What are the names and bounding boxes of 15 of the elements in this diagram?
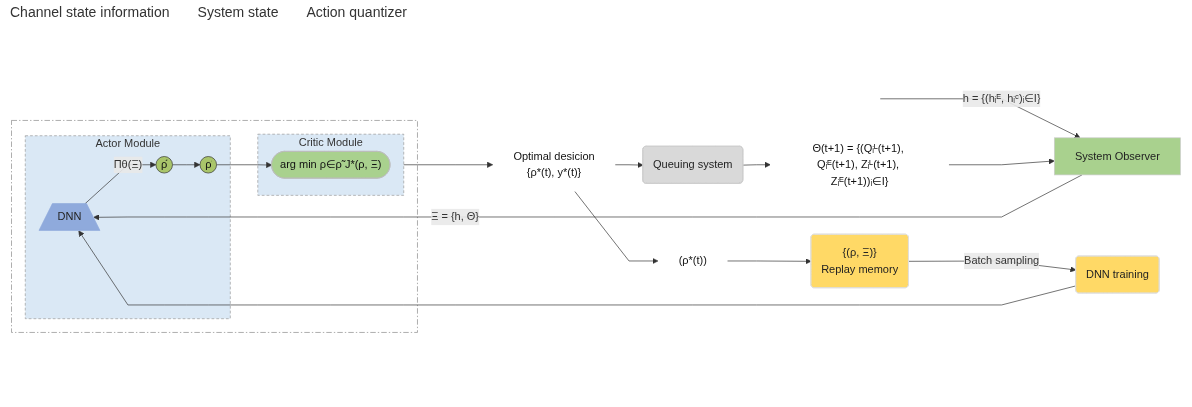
edge-label: Πθ(Ξ) xyxy=(113,158,143,170)
edge-label: h = {(hᵢᴱ, hᵢᶜ)ᵢ∈I} xyxy=(962,92,1041,104)
node-box: System Observer xyxy=(1054,137,1181,175)
node-circle: ρ̂ xyxy=(155,155,173,173)
node-text: (ρ*(t)) xyxy=(678,254,707,266)
annotation-text: Action quantizer xyxy=(306,4,407,20)
annotation-text: System state xyxy=(197,4,279,20)
edge-label: Ξ = {h, Θ} xyxy=(431,210,480,223)
node-text: Θ(t+1) = {(Qᵢᴸ(t+1), Qᵢᴱ(t+1), Zᵢᴸ(t+1), Zᵢᴱ(t+1))ᵢ∈I} xyxy=(812,141,904,187)
annotation-text: Channel state information xyxy=(10,4,170,20)
node-label: Optimal desicion xyxy=(513,149,595,162)
cluster xyxy=(11,119,418,333)
node-circle: ρ̃ xyxy=(199,155,217,173)
edge-label: Batch sampling xyxy=(964,254,1040,266)
node-text: {ρ*(t), y*(t)} xyxy=(526,166,582,179)
